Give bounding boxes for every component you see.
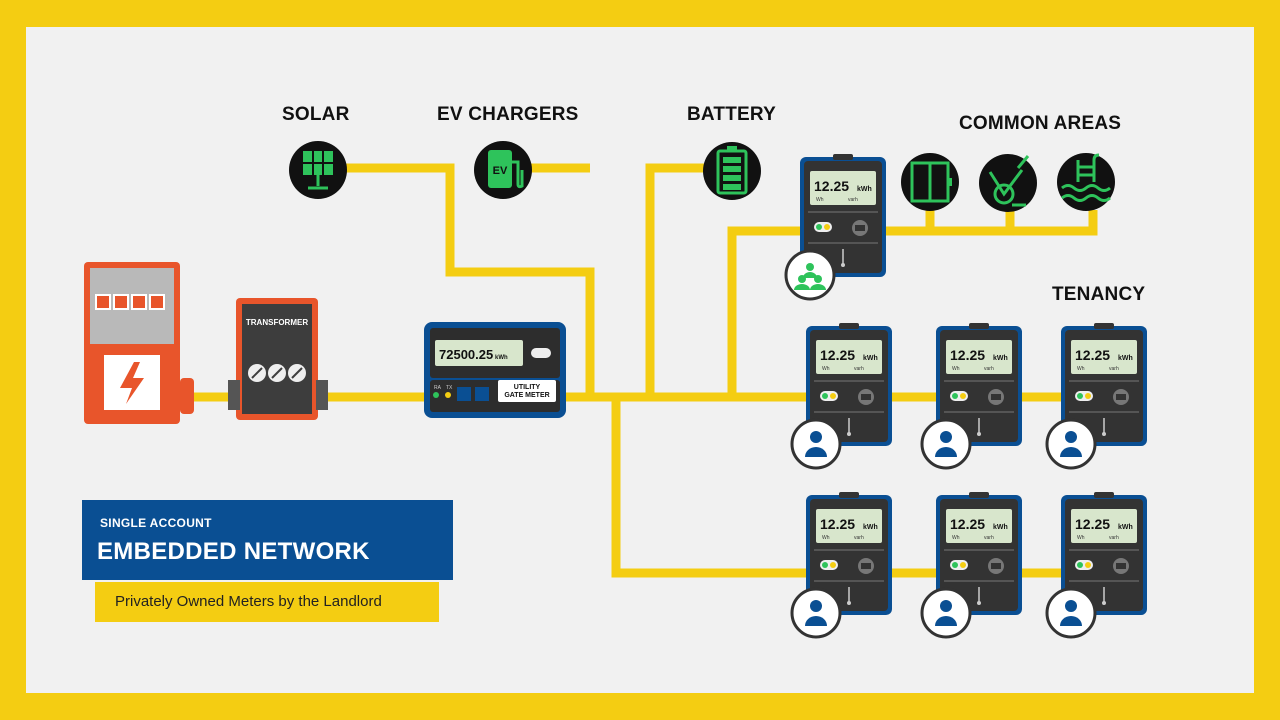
meter-sub-left: Wh [952,535,960,541]
transformer: TRANSFORMER [228,298,328,420]
person-icon [920,587,972,639]
group-icon [784,249,836,301]
ownership-note-text: Privately Owned Meters by the Landlord [115,593,382,610]
meter-sub-left: Wh [822,366,830,372]
wire-common-loads [886,210,1098,236]
meter-unit: kWh [1118,524,1133,531]
gate-meter-status1: RA [434,385,442,391]
person-icon [1045,587,1097,639]
meter-reading: 12.25 [820,347,855,363]
meter-sub-right: varh [984,366,994,372]
meter-sub-left: Wh [1077,366,1085,372]
lightning-icon [120,362,144,404]
meter-sub-left: Wh [822,535,830,541]
meter-sub-left: Wh [952,366,960,372]
meter-sub-left: Wh [816,197,824,203]
meter-reading: 12.25 [950,516,985,532]
banner-subtitle: SINGLE ACCOUNT [100,516,212,530]
meter-unit: kWh [1118,355,1133,362]
wire-branch-down [611,397,806,578]
ownership-note: Privately Owned Meters by the Landlord [95,582,439,622]
meter-unit: kWh [857,186,872,193]
wires [190,163,1098,578]
embedded-network-banner: SINGLE ACCOUNT EMBEDDED NETWORK [82,500,453,580]
wire-battery [645,163,712,397]
wire-solar [345,163,595,397]
banner-title: EMBEDDED NETWORK [97,538,370,565]
ev-icon-text: EV [493,165,508,177]
meter-unit: kWh [993,355,1008,362]
label-solar: SOLAR [282,104,350,125]
exercise-bike-icon [979,154,1037,212]
label-common-areas: COMMON AREAS [959,113,1122,134]
gate-meter-reading: 72500.25 [439,347,493,362]
battery-icon [703,142,761,200]
person-icon [790,418,842,470]
grid-supply [84,262,194,424]
label-tenancy: TENANCY [1052,284,1146,305]
person-icon [1045,418,1097,470]
gate-meter-status2: TX [446,385,453,391]
elevator-icon [901,153,959,211]
ev-charger-icon: EV [474,141,532,199]
meter-reading: 12.25 [1075,347,1110,363]
meter-unit: kWh [993,524,1008,531]
meter-sub-right: varh [984,535,994,541]
meter-reading: 12.25 [950,347,985,363]
person-icon [790,587,842,639]
wire-common [727,226,800,397]
meter-sub-right: varh [848,197,858,203]
gate-meter-label2: GATE METER [504,392,549,399]
label-battery: BATTERY [687,104,777,125]
solar-panel-icon [289,141,347,199]
meter-reading: 12.25 [1075,516,1110,532]
person-icon [920,418,972,470]
label-ev-chargers: EV CHARGERS [437,104,579,125]
gate-meter-label1: UTILITY [514,384,541,391]
gate-meter-unit: kWh [495,355,508,361]
meter-reading: 12.25 [814,178,849,194]
meter-sub-right: varh [854,535,864,541]
meter-sub-left: Wh [1077,535,1085,541]
transformer-label: TRANSFORMER [246,318,308,327]
utility-gate-meter: 72500.25 kWh RA TX UTILITY GATE METER [424,322,566,418]
meter-sub-right: varh [1109,366,1119,372]
meter-unit: kWh [863,524,878,531]
meter-unit: kWh [863,355,878,362]
meter-sub-right: varh [854,366,864,372]
meter-sub-right: varh [1109,535,1119,541]
meter-reading: 12.25 [820,516,855,532]
swimming-pool-icon [1057,153,1115,211]
